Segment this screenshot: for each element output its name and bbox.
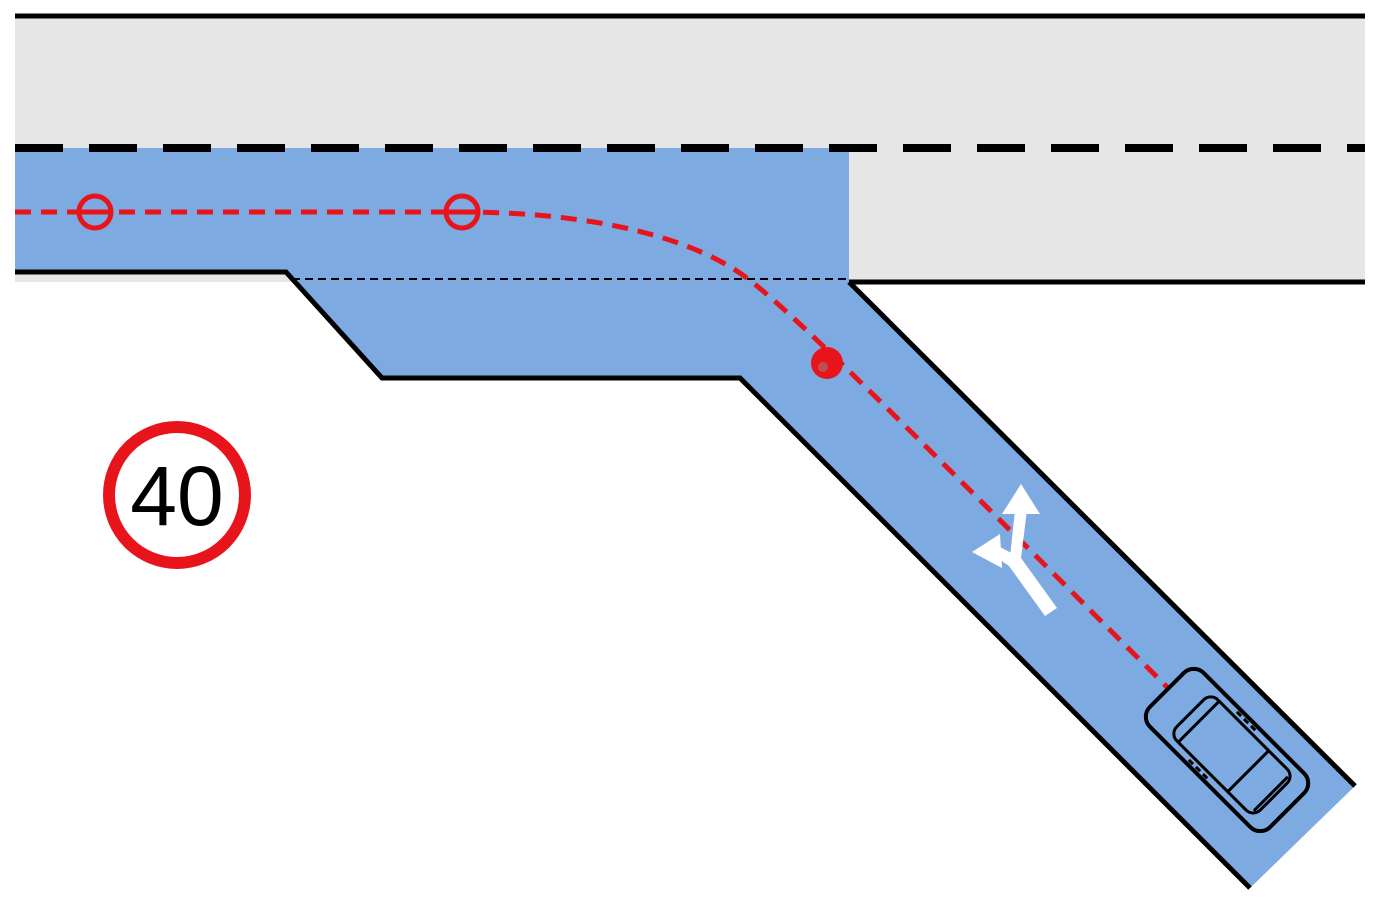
waypoint-2 [443,193,481,231]
car-icon [1143,666,1311,834]
waypoint-1 [76,193,114,231]
speed-limit-value: 40 [130,449,223,543]
ramp-outer-edge [847,280,1357,788]
speed-limit-sign-icon: 40 [103,421,251,569]
straight-and-left-arrow-icon [972,484,1057,616]
waypoint-3 [811,347,843,379]
vehicle-trajectory [15,209,1177,697]
highlighted-path-region [15,148,1355,888]
ramp-inner-edge [15,269,1252,890]
